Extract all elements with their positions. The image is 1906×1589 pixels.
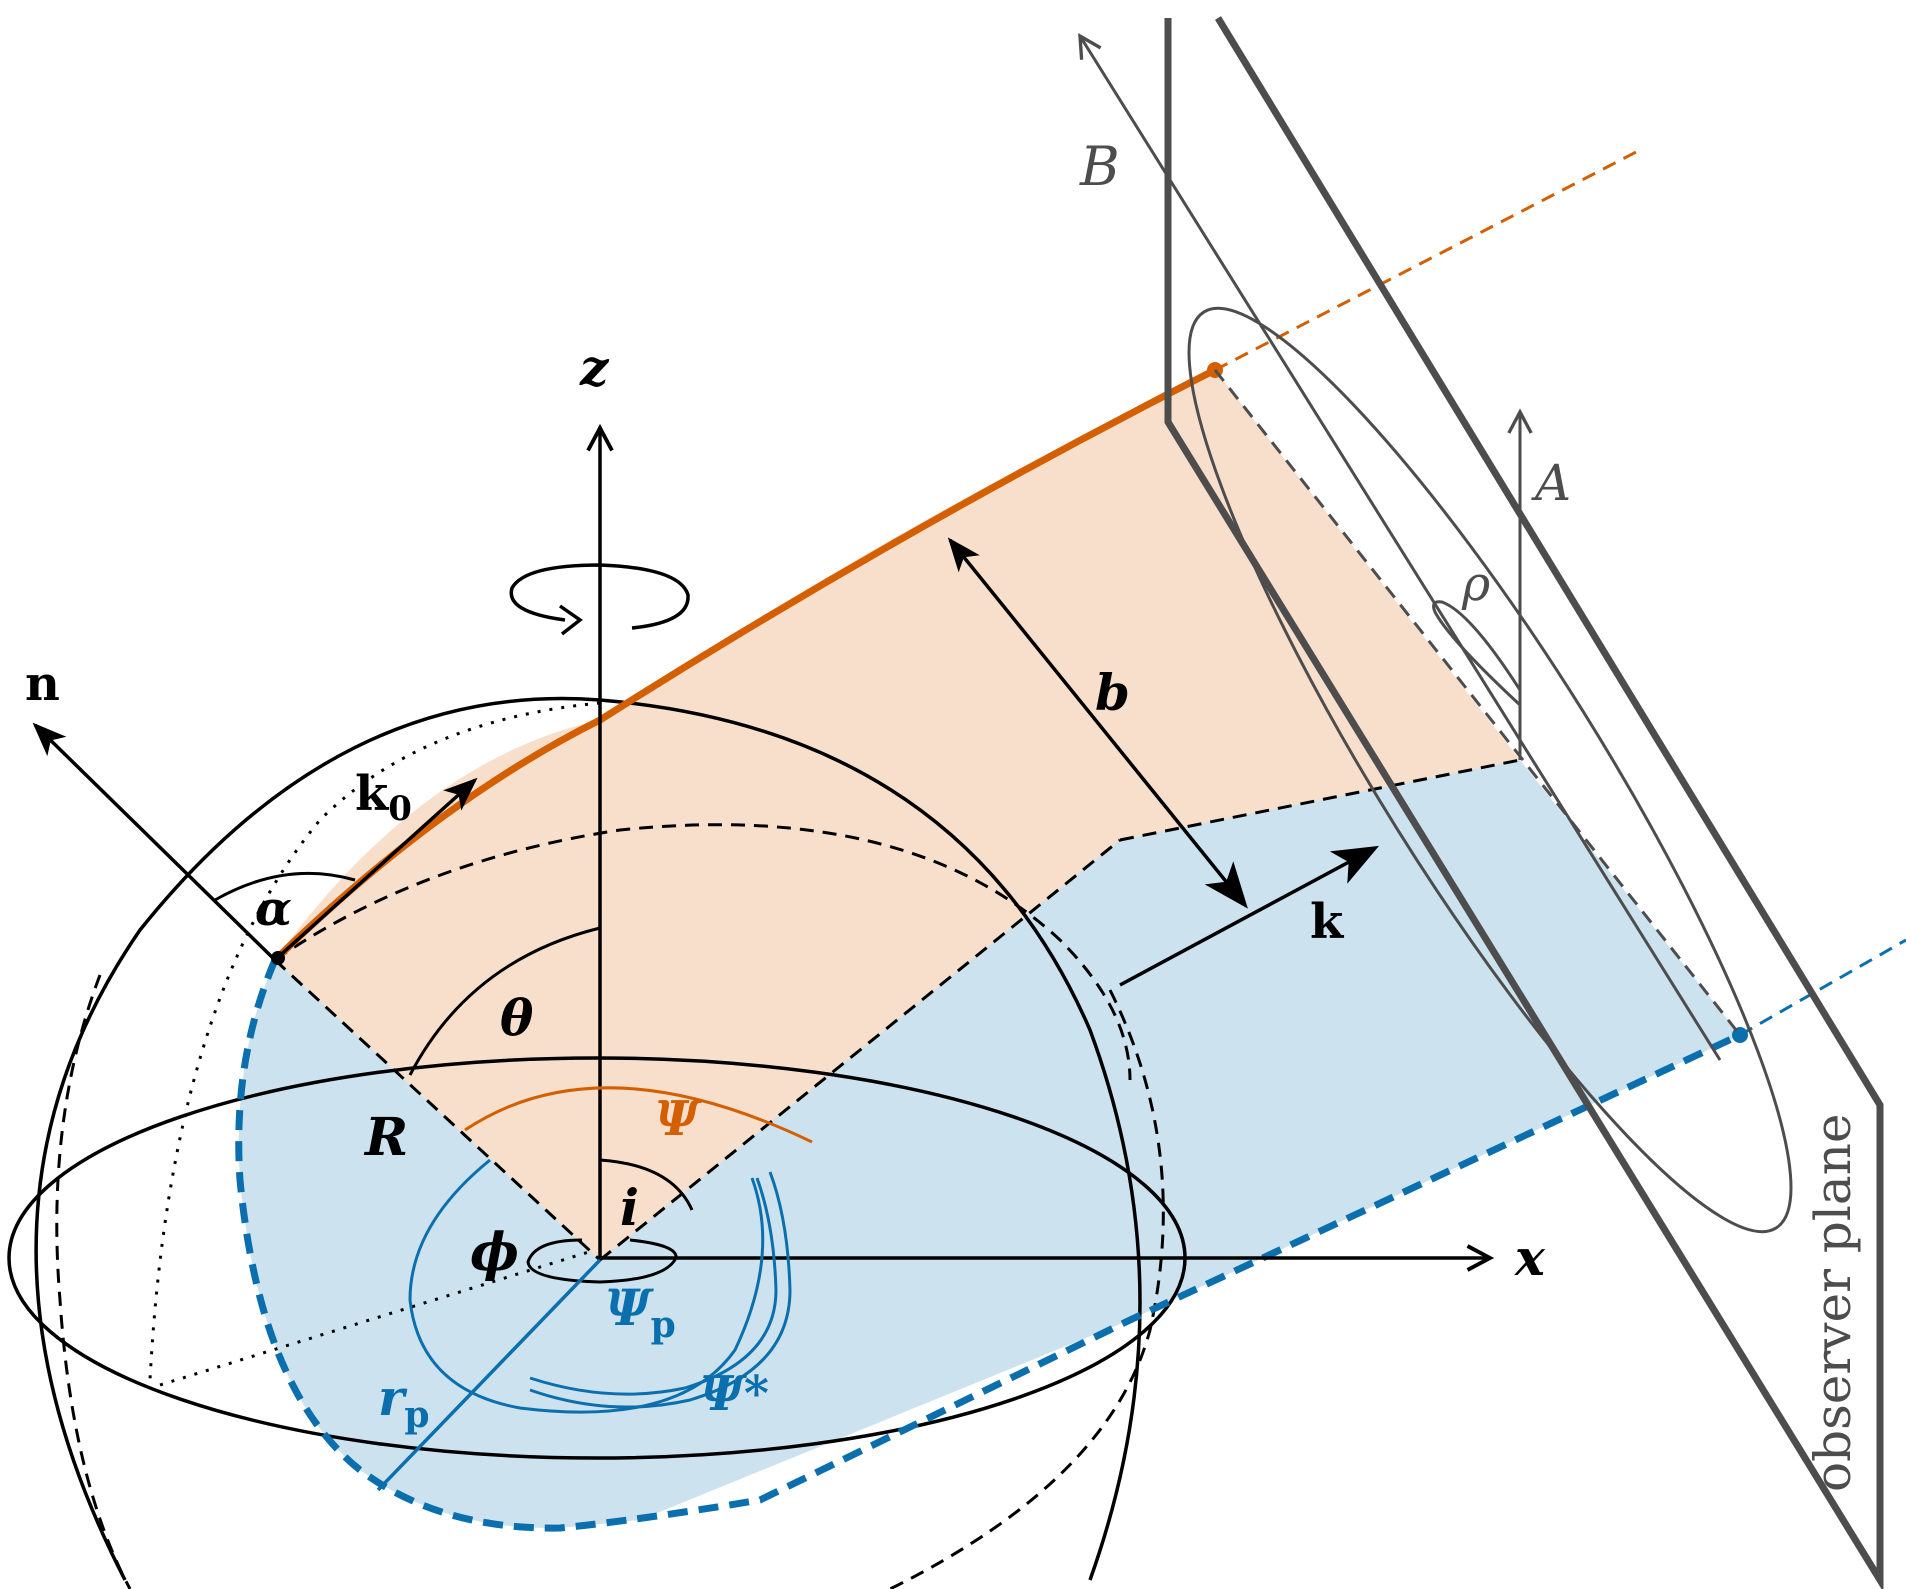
sphere-back-dashed bbox=[55, 974, 132, 1589]
B-label: B bbox=[1079, 135, 1120, 198]
R-label: R bbox=[363, 1107, 408, 1168]
theta-label: θ bbox=[500, 988, 534, 1047]
psi-star-arc-inner bbox=[529, 1177, 778, 1396]
dashed-edge-right bbox=[1213, 369, 1742, 1036]
rho-label: ρ bbox=[1461, 556, 1490, 612]
i-arc bbox=[599, 1158, 694, 1211]
n-vector bbox=[32, 722, 277, 962]
dashed-edge-origin-k bbox=[599, 838, 1121, 1262]
x-label: x bbox=[1514, 1228, 1546, 1287]
blue-dashed-extension bbox=[1739, 938, 1906, 1037]
psi-p-arc bbox=[408, 1158, 765, 1414]
dotted-meridian bbox=[148, 701, 601, 1381]
k-label: k bbox=[1310, 894, 1345, 950]
k0-sub: 0 bbox=[388, 789, 412, 829]
Psi-p-main: Ψ bbox=[605, 1278, 654, 1337]
rp-sub: p bbox=[404, 1394, 429, 1436]
b-label: b bbox=[1095, 663, 1130, 722]
rho-loop bbox=[1432, 600, 1522, 707]
rp-main: r bbox=[378, 1368, 408, 1427]
blue-projection-region bbox=[238, 760, 1740, 1529]
psi-arc bbox=[464, 1086, 813, 1144]
k0-main: k bbox=[355, 766, 390, 822]
k-vector bbox=[1119, 845, 1380, 987]
A-label: A bbox=[1531, 454, 1571, 512]
beam-ellipse bbox=[1187, 306, 1793, 1234]
n-label: n bbox=[25, 656, 60, 712]
alpha-label: α bbox=[255, 881, 292, 937]
theta-arc bbox=[408, 926, 601, 1076]
dashed-edge-R bbox=[273, 958, 602, 1262]
phi-label: ϕ bbox=[470, 1222, 519, 1283]
z-label: z bbox=[579, 338, 610, 397]
dashed-great-circle bbox=[274, 823, 1132, 1081]
k0-vector bbox=[273, 777, 478, 962]
b-arrow bbox=[947, 537, 1248, 909]
B-axis bbox=[1078, 32, 1722, 1061]
rotation-arrowhead-icon bbox=[558, 604, 583, 636]
alpha-arc bbox=[214, 871, 356, 902]
rotation-arrow-icon bbox=[509, 563, 690, 630]
observer-plane bbox=[1164, 16, 1884, 1589]
observer-plane-label: observer plane bbox=[1804, 1114, 1862, 1493]
Psi-star-label: Ψ* bbox=[700, 1366, 769, 1422]
blue-dashed-path bbox=[235, 958, 1742, 1532]
rp-label: rp bbox=[378, 1368, 430, 1436]
phi-arc bbox=[526, 1238, 678, 1284]
Psi-p-label: Ψp bbox=[605, 1278, 676, 1346]
i-label: i bbox=[620, 1178, 639, 1237]
psi-star-arc-outer bbox=[529, 1171, 792, 1409]
orange-dashed-extension bbox=[1214, 148, 1641, 372]
emission-point bbox=[271, 951, 285, 965]
Psi-p-sub: p bbox=[651, 1304, 676, 1346]
sphere-right-dashed bbox=[889, 989, 1165, 1589]
Psi-label: Ψ bbox=[655, 1091, 702, 1147]
rp-line bbox=[376, 1258, 602, 1492]
k0-label: k0 bbox=[355, 766, 412, 829]
